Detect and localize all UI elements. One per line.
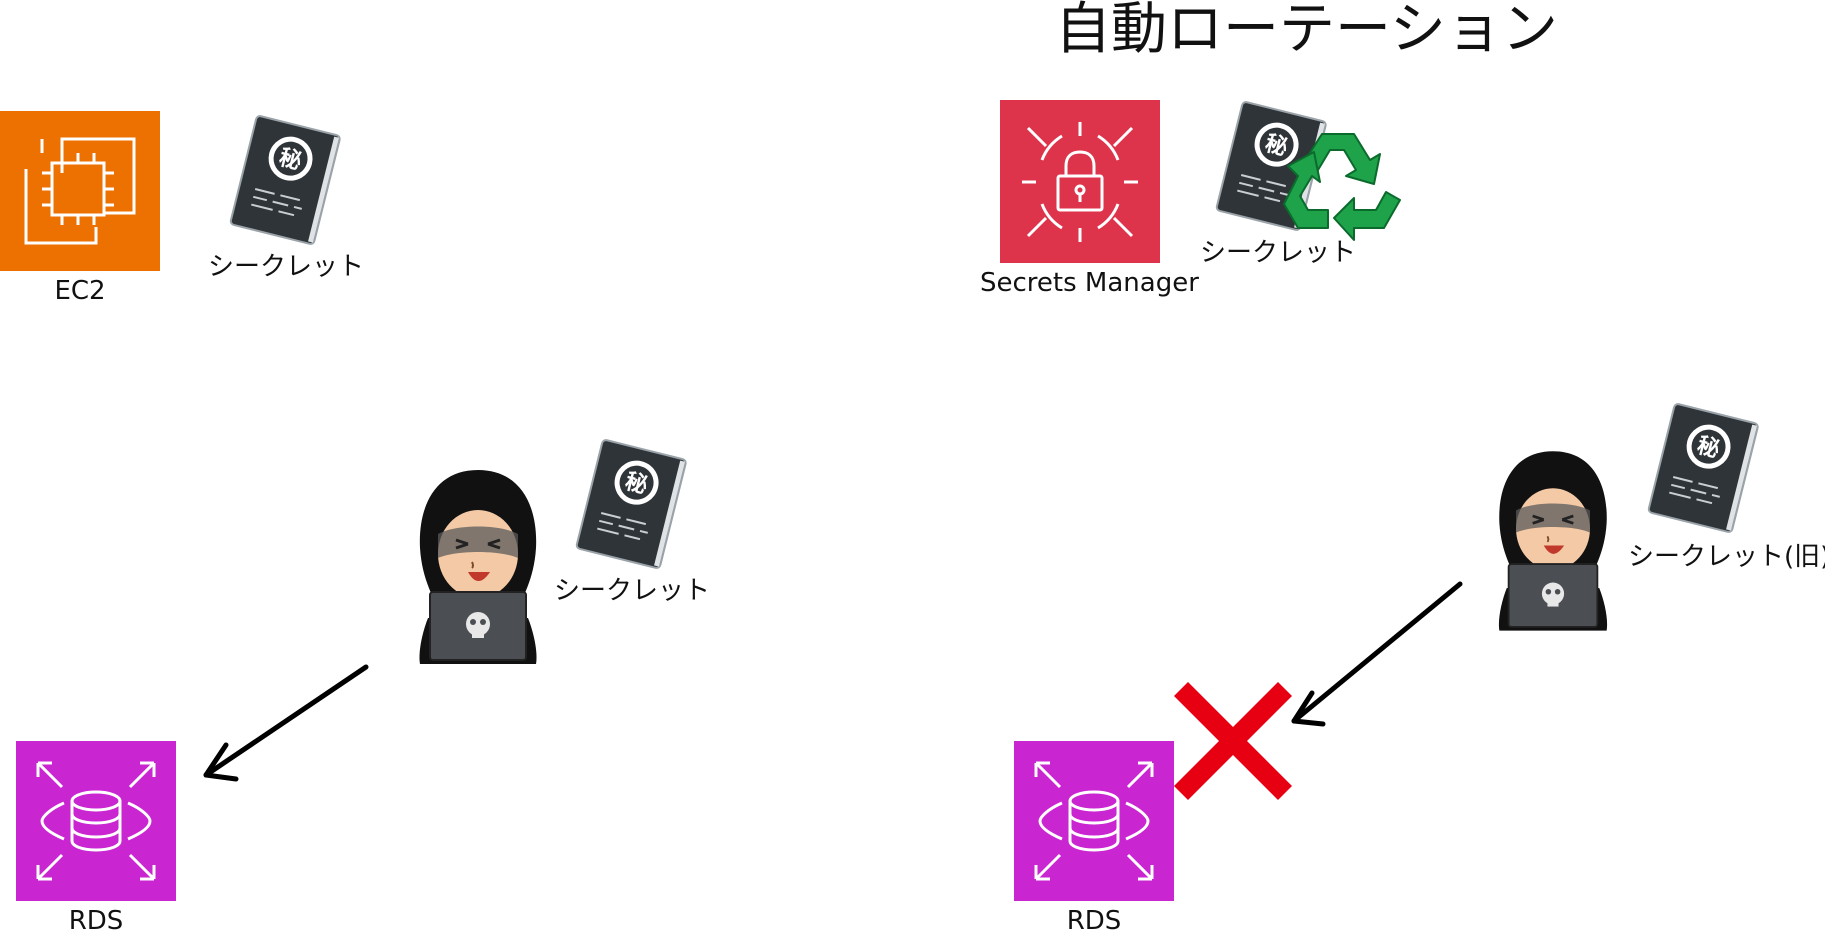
rds-node[interactable]	[1014, 741, 1174, 901]
page-title: 自動ローテーション	[1055, 0, 1558, 62]
database-arrows-icon	[16, 741, 176, 901]
secret-book-icon: 秘	[228, 115, 343, 246]
lock-target-icon	[1000, 100, 1160, 263]
secret-book-icon: 秘	[1646, 403, 1761, 534]
attacker-secret-old-label: シークレット(旧)	[1628, 542, 1825, 572]
rds-label: RDS	[68, 906, 124, 936]
database-arrows-icon	[1014, 741, 1174, 901]
secrets-manager-label: Secrets Manager	[980, 268, 1199, 298]
recycle-icon	[1278, 126, 1406, 246]
secret-book-icon: 秘	[574, 439, 689, 570]
attacker-secret-label: シークレット	[554, 576, 711, 606]
ec2-label: EC2	[54, 276, 106, 306]
rds-node[interactable]	[16, 741, 176, 901]
secret-label: シークレット	[208, 252, 365, 282]
hooded-hacker-icon	[1492, 444, 1614, 636]
secrets-manager-node[interactable]	[1000, 100, 1160, 263]
red-x-icon	[1174, 682, 1292, 800]
rotating-secret-label: シークレット	[1200, 238, 1357, 268]
hooded-hacker-icon	[412, 468, 544, 664]
rds-label: RDS	[1066, 906, 1122, 936]
ec2-node[interactable]	[0, 111, 160, 271]
ec2-chip-icon	[0, 111, 160, 271]
